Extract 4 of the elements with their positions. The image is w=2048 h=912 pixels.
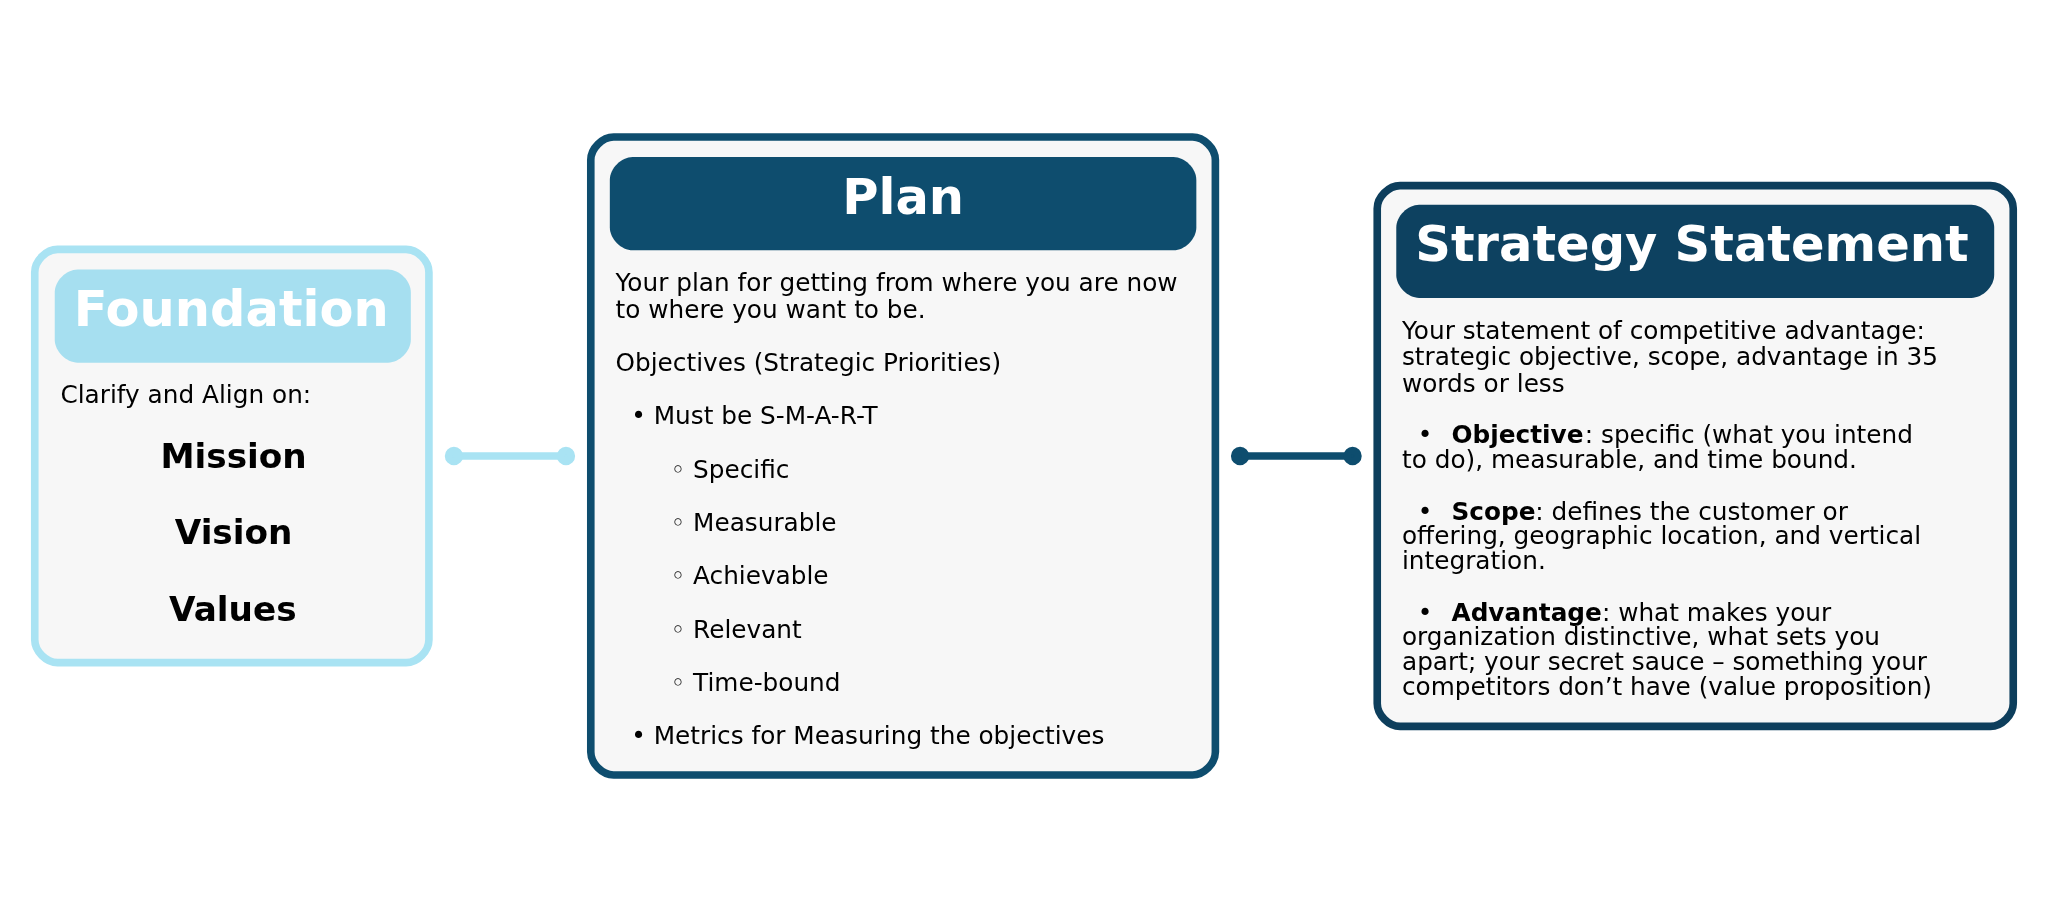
- node-box: Strategy Statement Your statement of competitive advantage: strategic objective, scope, advantage in 35 words or less • Objective: specific (what you intend to do), measurable, and time bound. • Scope: defines the customer or offering, geographic location, and vertical integration. • Advantage: what makes your organization distinctive, what sets you apart; your secret sauce – something your competitors don’t have (value proposition): [1373, 181, 2018, 731]
- connector: [444, 446, 576, 466]
- connector: [1230, 446, 1362, 466]
- node-box: Foundation Clarify and Align on: Mission Vision Values: [30, 245, 433, 667]
